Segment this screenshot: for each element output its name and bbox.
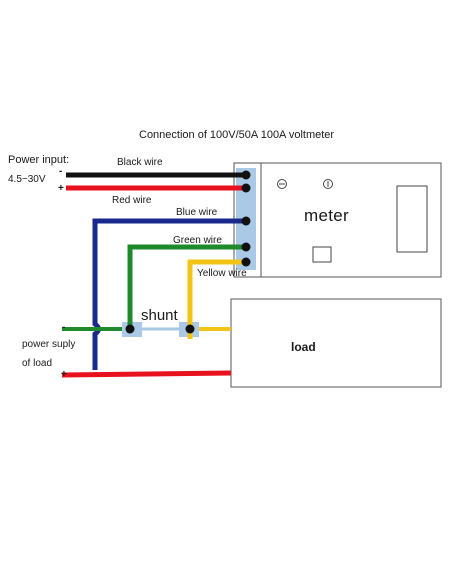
terminal-dot-red: [241, 183, 251, 193]
blue-wire: [92, 218, 245, 370]
terminal-dot-black: [241, 170, 251, 180]
yellow-wire-label: Yellow wire: [197, 268, 247, 279]
power-input-minus: -: [59, 166, 63, 177]
red-wire-label: Red wire: [112, 195, 152, 206]
green-wire-label: Green wire: [173, 235, 222, 246]
power-input-label: Power input:: [8, 154, 70, 166]
power-input-range: 4.5~30V: [8, 174, 46, 185]
black-wire-label: Black wire: [117, 157, 163, 168]
meter-box: [260, 162, 442, 278]
load-supply-label-line2: of load: [22, 358, 53, 369]
trim-pot-icon: [277, 179, 287, 189]
load-box: [230, 298, 442, 388]
load-supply-minus: -: [62, 322, 66, 333]
yellow-wire: [187, 259, 245, 339]
power-input-plus: +: [58, 183, 64, 194]
shunt-label: shunt: [141, 307, 178, 324]
load-label: load: [291, 340, 316, 354]
load-supply-label-line1: power suply: [22, 339, 76, 350]
load-supply-plus: +: [61, 369, 67, 380]
meter-label: meter: [304, 206, 349, 225]
load-supply-positive-wire: [61, 370, 232, 378]
green-wire: [127, 244, 245, 329]
trim-pot-icon: [323, 179, 333, 189]
terminal-dot-blue: [241, 216, 251, 226]
blue-wire-label: Blue wire: [176, 207, 218, 218]
terminal-dot-yellow: [241, 257, 251, 267]
diagram-title: Connection of 100V/50A 100A voltmeter: [139, 129, 335, 141]
terminal-dot-green: [241, 242, 251, 252]
shunt-dot-left: [125, 324, 135, 334]
meter-small-window: [312, 246, 332, 263]
meter-display-window: [396, 185, 428, 253]
shunt-dot-right: [185, 324, 195, 334]
